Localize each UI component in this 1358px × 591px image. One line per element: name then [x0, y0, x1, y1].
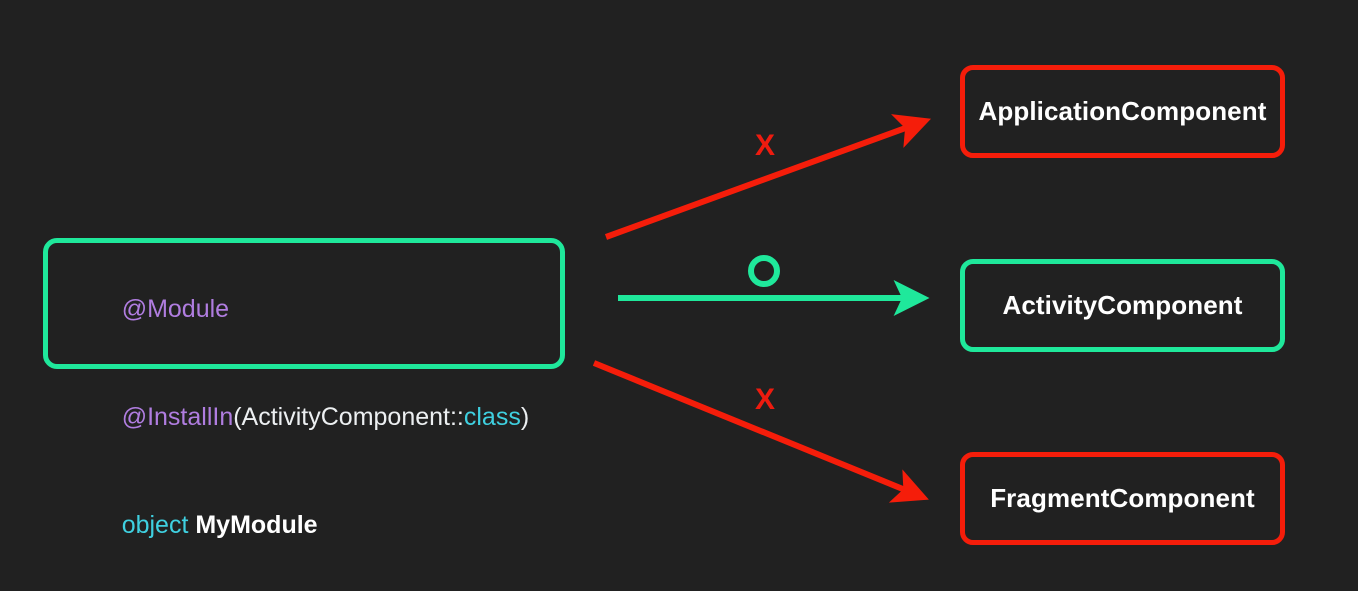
code-line-module: @Module	[80, 255, 560, 363]
kotlin-module-snippet-card: @Module @InstallIn(ActivityComponent::cl…	[43, 238, 565, 539]
token-installin-close-paren: )	[520, 403, 530, 431]
cross-icon-application: X	[755, 129, 776, 162]
cross-icon-fragment: X	[755, 383, 776, 416]
token-installin-args: (ActivityComponent::	[233, 403, 464, 431]
token-class-keyword: class	[463, 403, 521, 431]
component-label-activity: ActivityComponent	[1002, 290, 1243, 320]
component-box-activity: ActivityComponent	[960, 259, 1285, 352]
component-box-application: ApplicationComponent	[960, 65, 1285, 158]
token-mymodule-identifier: MyModule	[195, 511, 318, 539]
code-line-installin: @InstallIn(ActivityComponent::class)	[80, 363, 560, 471]
token-object-keyword: object	[121, 511, 189, 539]
circle-icon-activity	[748, 255, 780, 287]
component-label-fragment: FragmentComponent	[990, 483, 1255, 513]
component-label-application: ApplicationComponent	[978, 96, 1267, 126]
token-installin-annotation: @InstallIn	[121, 403, 234, 431]
code-line-object: object MyModule	[80, 471, 560, 579]
token-module-annotation: @Module	[121, 295, 230, 323]
component-box-fragment: FragmentComponent	[960, 452, 1285, 545]
